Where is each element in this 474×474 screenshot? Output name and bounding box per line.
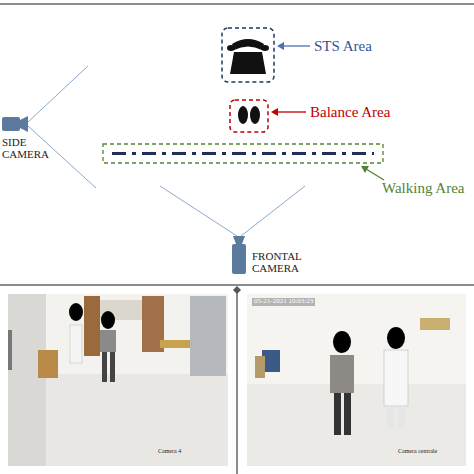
arrowhead (361, 166, 369, 173)
leader-arrow (282, 45, 310, 46)
left-photo (8, 294, 228, 466)
sts-area-box (222, 28, 274, 82)
area-label: Walking Area (382, 180, 465, 197)
area-label: Balance Area (310, 104, 390, 121)
camera-label: FRONTAL CAMERA (252, 250, 312, 274)
view-line (160, 186, 237, 236)
arrowhead (271, 108, 278, 116)
frontal-camera-icon (232, 236, 246, 274)
view-line (28, 66, 88, 122)
frame-line (0, 284, 474, 286)
frame-divider (236, 288, 238, 474)
chair-icon (227, 39, 269, 74)
camera-label: SIDE CAMERA (2, 136, 50, 160)
leader-arrow (276, 111, 306, 112)
camera-name: Camera 4 (158, 448, 181, 455)
arrowhead (277, 42, 284, 50)
walking-area-box (103, 144, 383, 163)
area-label: STS Area (314, 38, 372, 55)
right-photo (247, 294, 466, 466)
timestamp: 05-21-2021 10:03:23 (252, 298, 315, 306)
camera-name: Camera centrale (398, 448, 437, 455)
leader-arrow (366, 169, 384, 180)
frame-line (0, 3, 474, 5)
balance-area-box (230, 100, 268, 132)
divider-mark (233, 286, 241, 294)
walking-path (112, 152, 374, 155)
side-camera-icon (2, 116, 28, 132)
feet-icon (238, 106, 260, 124)
view-line (241, 186, 305, 236)
